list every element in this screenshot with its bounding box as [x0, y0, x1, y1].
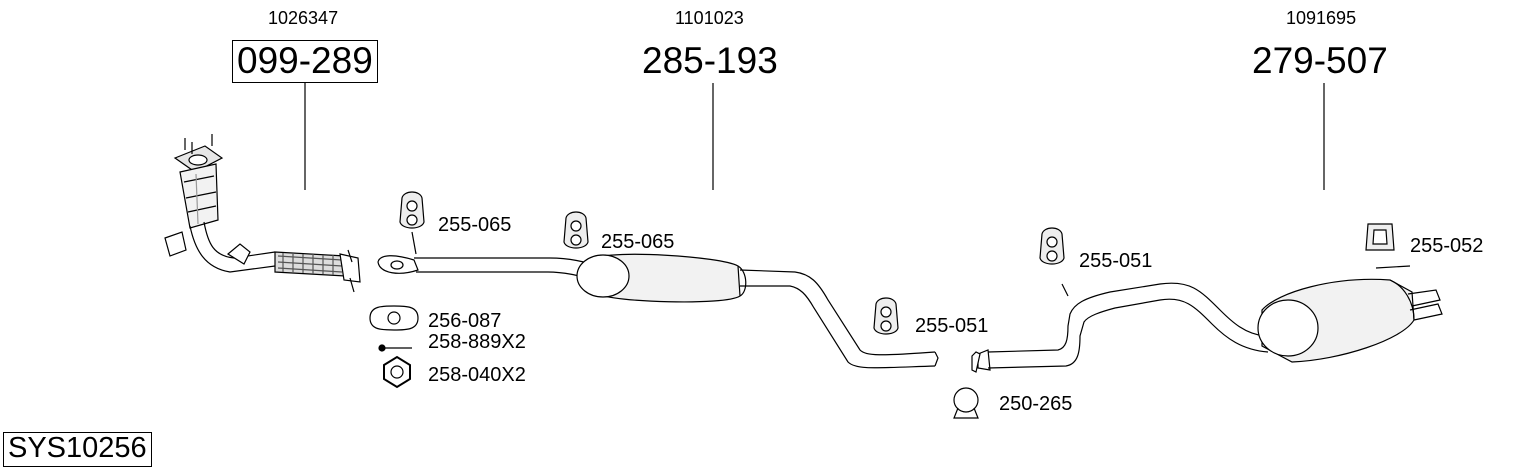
part-label-hanger-front-1[interactable]: 255-065: [438, 214, 512, 236]
part-label-hanger-rear-1[interactable]: 255-051: [1079, 250, 1153, 272]
rear-pipe-muffler: [971, 265, 1443, 373]
hanger-icon-3: [873, 297, 899, 335]
oem-front-number: 1026347: [268, 8, 339, 28]
part-label-clamp[interactable]: 250-265: [999, 393, 1073, 415]
main-part-front[interactable]: 099-289: [232, 40, 378, 83]
clamp-icon: [953, 387, 979, 419]
hanger-icon-2: [563, 211, 589, 249]
part-label-nut[interactable]: 258-040X2: [428, 364, 526, 386]
hanger-icon-1: [399, 191, 425, 255]
nut-icon: [383, 355, 411, 389]
main-part-middle[interactable]: 285-193: [642, 40, 778, 81]
part-label-hanger-front-2[interactable]: 255-065: [601, 231, 675, 253]
main-part-rear[interactable]: 279-507: [1252, 40, 1388, 81]
oem-rear-number: 1091695: [1286, 8, 1357, 28]
part-label-hanger-mid[interactable]: 255-051: [915, 315, 989, 337]
bolt-icon: [378, 344, 412, 352]
hanger-icon-4: [1039, 227, 1069, 297]
part-label-hanger-rear-2[interactable]: 255-052: [1410, 235, 1484, 257]
part-label-bolt[interactable]: 258-889X2: [428, 331, 526, 353]
gasket-icon: [369, 305, 419, 331]
part-label-gasket[interactable]: 256-087: [428, 310, 502, 332]
oem-middle-number: 1101023: [675, 8, 744, 28]
middle-pipe-silencer: [377, 253, 939, 369]
system-id: SYS10256: [3, 432, 152, 467]
hanger-icon-5: [1365, 223, 1395, 251]
front-catalytic-pipe: [164, 134, 361, 293]
